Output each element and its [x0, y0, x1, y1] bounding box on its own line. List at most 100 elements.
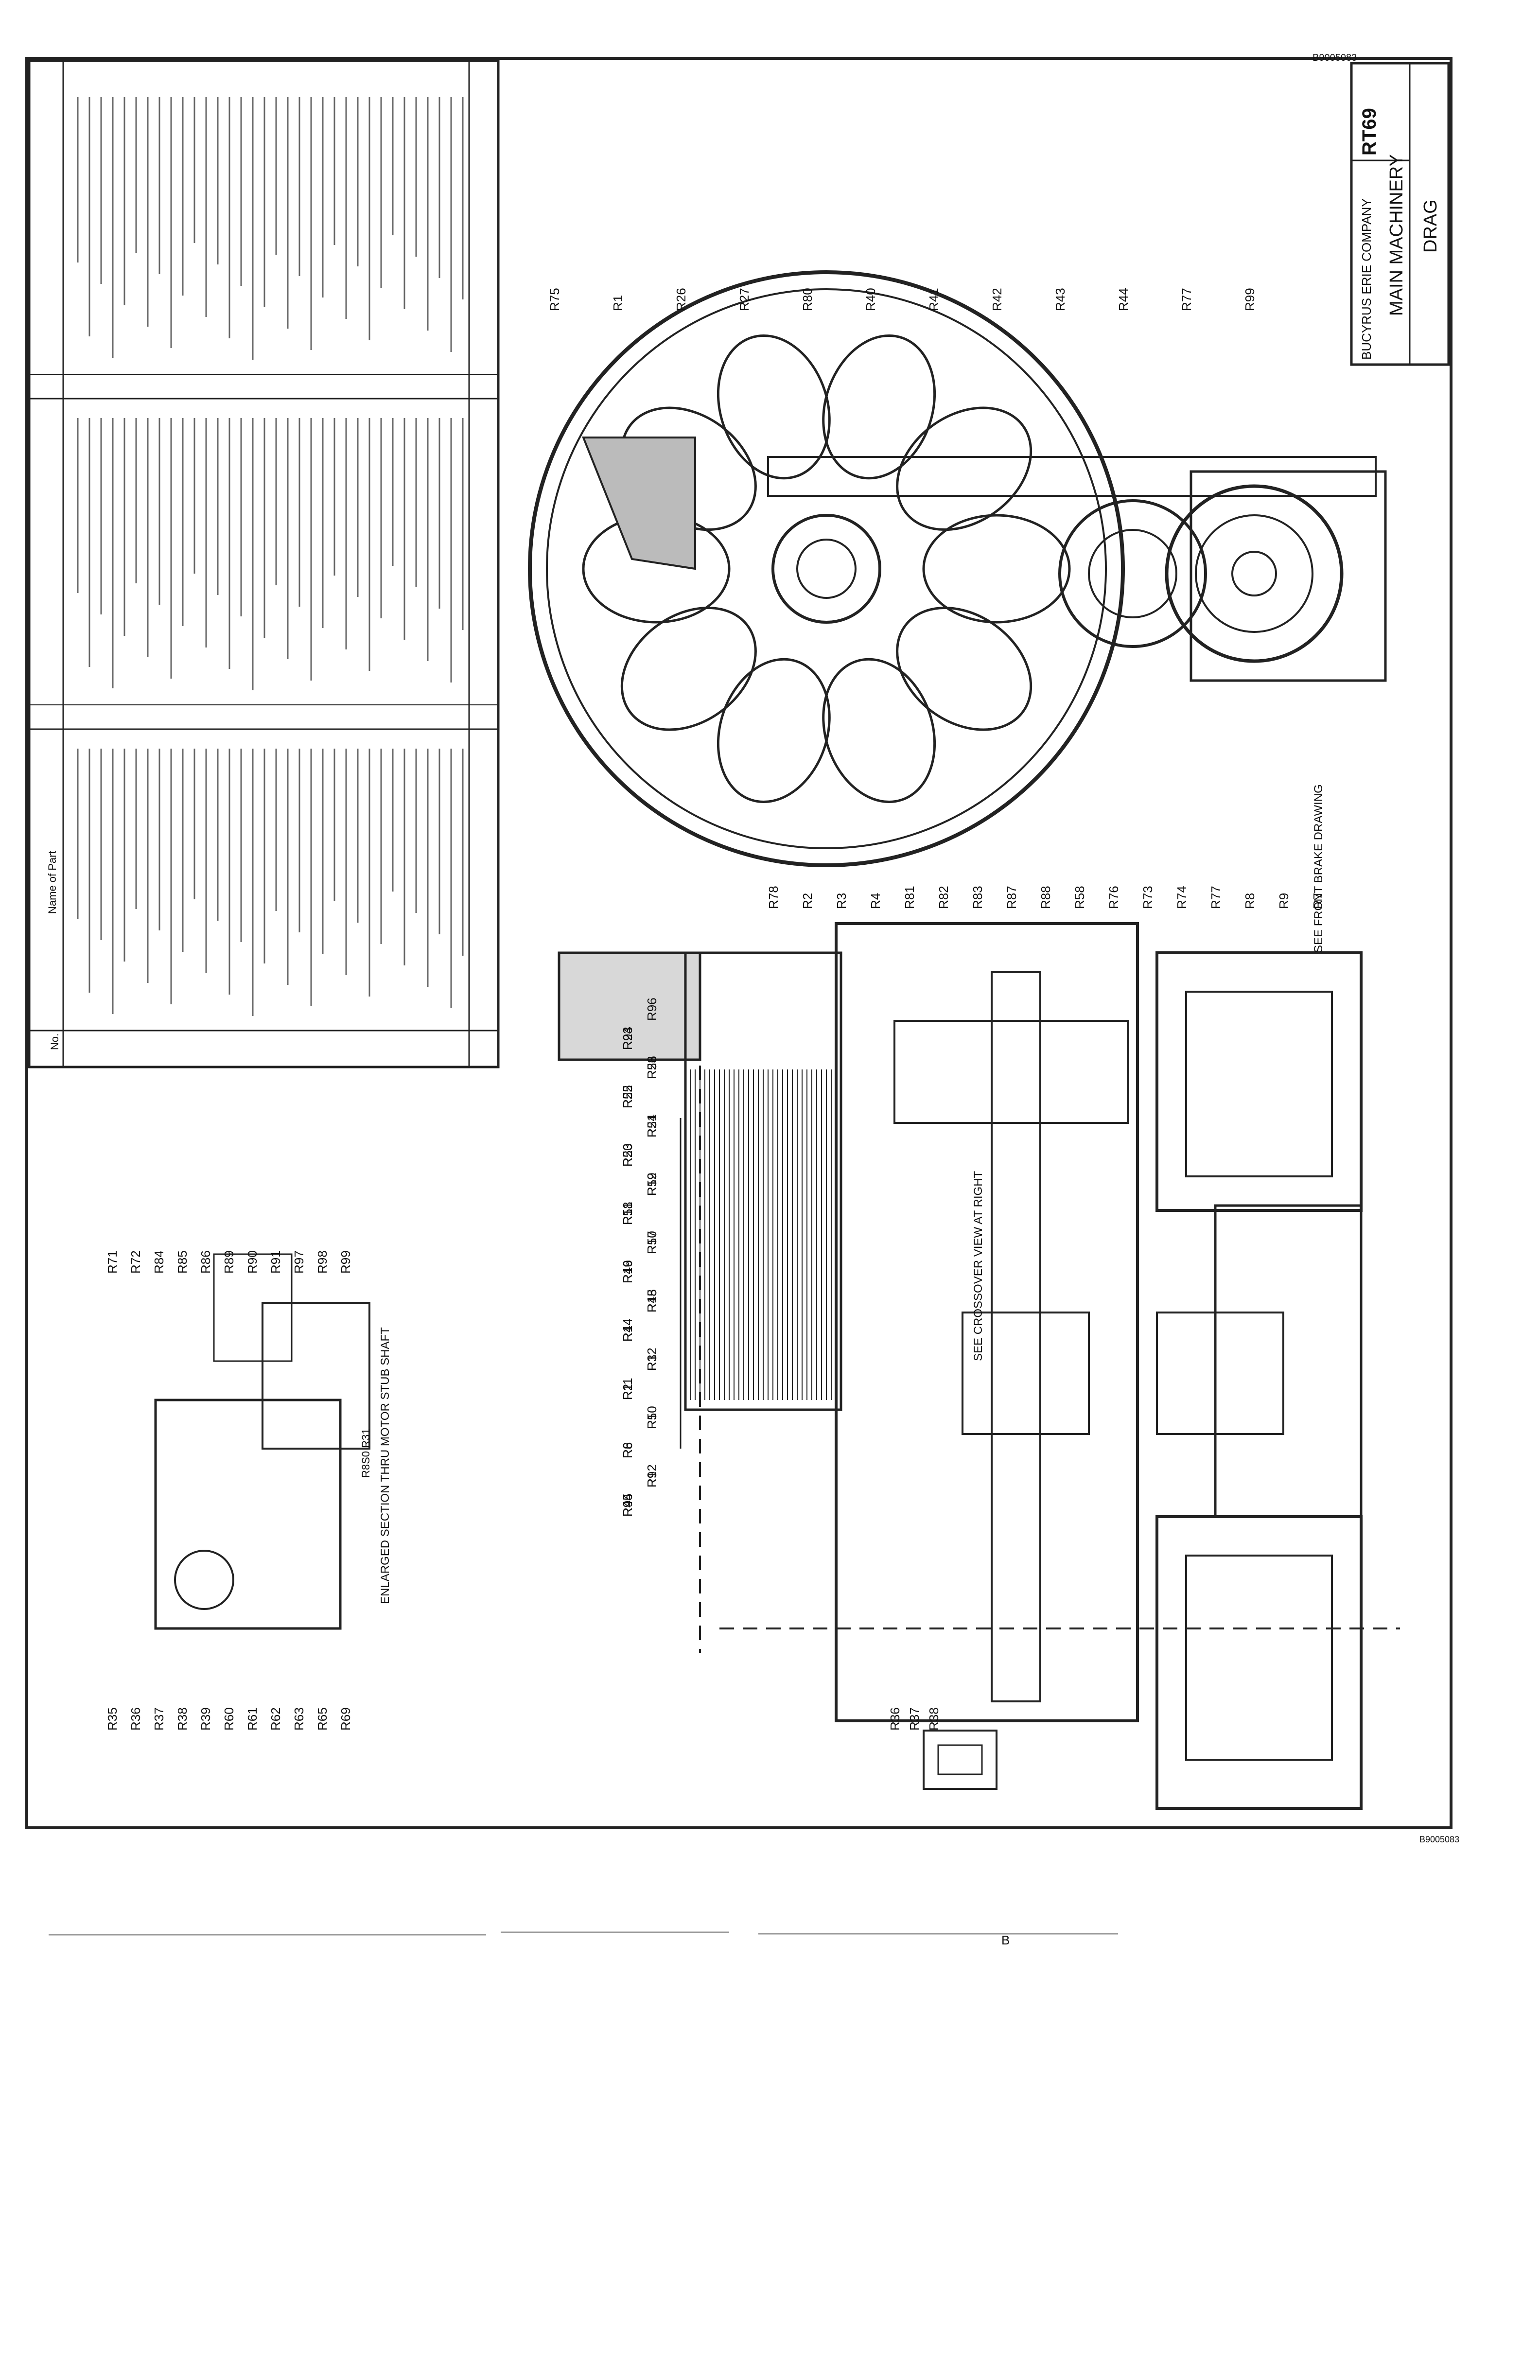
callout-label: R41 [927, 288, 941, 311]
parts-list: No. Name of Part [28, 59, 500, 1068]
callout-label: R92 [645, 1464, 659, 1488]
callout-label: R38 [927, 1707, 941, 1731]
callout-label: R60 [222, 1707, 236, 1731]
callout-label: R86 [198, 1250, 213, 1274]
callout-label: R45 [620, 1493, 635, 1517]
callout-label: R11 [620, 1378, 635, 1400]
callout-label: R73 [1140, 886, 1155, 909]
callout-label: R23 [645, 1056, 659, 1079]
callout-label: R58 [1072, 886, 1087, 909]
top-code: B9005083 [1312, 52, 1357, 63]
callout-label: R96 [645, 998, 659, 1021]
wheel-spoke-opening [717, 658, 831, 804]
callout-label: R76 [1106, 886, 1121, 909]
callout-label: R44 [1116, 288, 1131, 311]
callout-label: R19 [645, 1172, 659, 1196]
callout-label: R35 [105, 1707, 120, 1731]
callout-label: R20 [620, 1143, 635, 1167]
sheet-code: B9005083 [1419, 1835, 1459, 1844]
callout-label: R37 [152, 1707, 166, 1731]
wheel-spoke-opening [822, 658, 936, 804]
wheel-spoke-opening [896, 406, 1032, 531]
callout-label: R85 [175, 1250, 190, 1274]
callout-label: R88 [1038, 886, 1053, 909]
drag-drum-wheel [528, 270, 1125, 867]
callout-label: R4 [620, 1326, 635, 1342]
company-name: BUCYRUS ERIE COMPANY [1359, 198, 1374, 360]
callout-label: R82 [936, 886, 951, 909]
callout-label: R18 [620, 1202, 635, 1225]
callout-label: R99 [1242, 288, 1257, 311]
callout-label: R36 [888, 1707, 902, 1731]
sheet-border [25, 57, 1452, 1829]
callout-label: R98 [315, 1250, 330, 1274]
callout-label: R87 [1004, 886, 1019, 909]
callout-label: R77 [1179, 288, 1194, 311]
callout-label: R5 [645, 1413, 659, 1429]
wheel-spoke-opening [620, 606, 757, 731]
callout-label: R7 [1311, 893, 1325, 909]
callout-label: R89 [222, 1250, 236, 1274]
callout-label: R54 [645, 1114, 659, 1138]
callout-label: R43 [1053, 288, 1068, 311]
callout-label: R51 [620, 1202, 635, 1225]
callout-label: R40 [863, 288, 878, 311]
callout-label: R52 [645, 1172, 659, 1196]
callout-label: R14 [620, 1318, 635, 1342]
plan-callouts: R45R1R6R5R2R3R4R48R49R50R51R52R53R54R55R… [620, 998, 659, 1517]
callout-label: R99 [338, 1250, 353, 1274]
callout-label: R1 [611, 295, 625, 311]
callout-label: R3 [834, 893, 849, 909]
callout-label: R26 [674, 288, 688, 311]
callout-label: R94 [620, 1493, 635, 1517]
callout-label: R22 [620, 1085, 635, 1108]
wheel-spoke-opening [922, 514, 1071, 624]
callout-label: R12 [645, 1348, 659, 1371]
callout-label: R8 [620, 1442, 635, 1458]
callout-label: R61 [245, 1707, 260, 1731]
callout-label: R2 [800, 893, 815, 909]
title-block: BUCYRUS ERIE COMPANY RT69 MAIN MACHINERY… [1312, 52, 1450, 366]
callout-label: R75 [547, 288, 562, 311]
small-mark: B [1001, 1933, 1010, 1947]
parts-header-name: Name of Part [46, 851, 58, 914]
plan-view-machinery [558, 922, 1400, 1810]
callout-label: R84 [152, 1250, 166, 1274]
callout-label: R81 [902, 886, 917, 909]
callout-label: R27 [737, 288, 752, 311]
motor-stub-shaft-section: ENLARGED SECTION THRU MOTOR STUB SHAFT R… [154, 1253, 392, 1630]
callout-label: R39 [198, 1707, 213, 1731]
callout-label: R2 [620, 1384, 635, 1400]
callout-label: R21 [645, 1114, 659, 1138]
callout-label: R62 [268, 1707, 283, 1731]
callout-label: R80 [800, 288, 815, 311]
callout-label: R71 [105, 1250, 120, 1274]
callout-label: R3 [645, 1355, 659, 1371]
callout-label: R10 [645, 1406, 659, 1429]
callout-label: R48 [645, 1289, 659, 1312]
callout-label: R24 [620, 1027, 635, 1050]
callout-label: R42 [990, 288, 1004, 311]
callout-label: R93 [620, 1027, 635, 1050]
parts-list-rows [77, 97, 464, 1016]
drawing-number: RT69 [1359, 108, 1380, 156]
callout-label: R50 [645, 1231, 659, 1254]
detail-caption: ENLARGED SECTION THRU MOTOR STUB SHAFT [379, 1327, 392, 1604]
callout-label: R1 [645, 1471, 659, 1488]
callout-label: R6 [620, 1442, 635, 1458]
callout-label: R83 [970, 886, 985, 909]
callout-label: R9 [1277, 893, 1291, 909]
pinion-gear-assembly [767, 456, 1387, 682]
callout-label: R72 [128, 1250, 143, 1274]
callout-label: R37 [907, 1707, 922, 1731]
callout-label: R53 [620, 1143, 635, 1167]
callout-label: R15 [645, 1289, 659, 1312]
wheel-spoke-opening [822, 334, 936, 480]
crossover-note: SEE CROSSOVER VIEW AT RIGHT [972, 1171, 985, 1361]
callout-label: R16 [620, 1260, 635, 1283]
parts-header-no: No. [49, 1033, 61, 1050]
callout-label: R91 [268, 1250, 283, 1274]
